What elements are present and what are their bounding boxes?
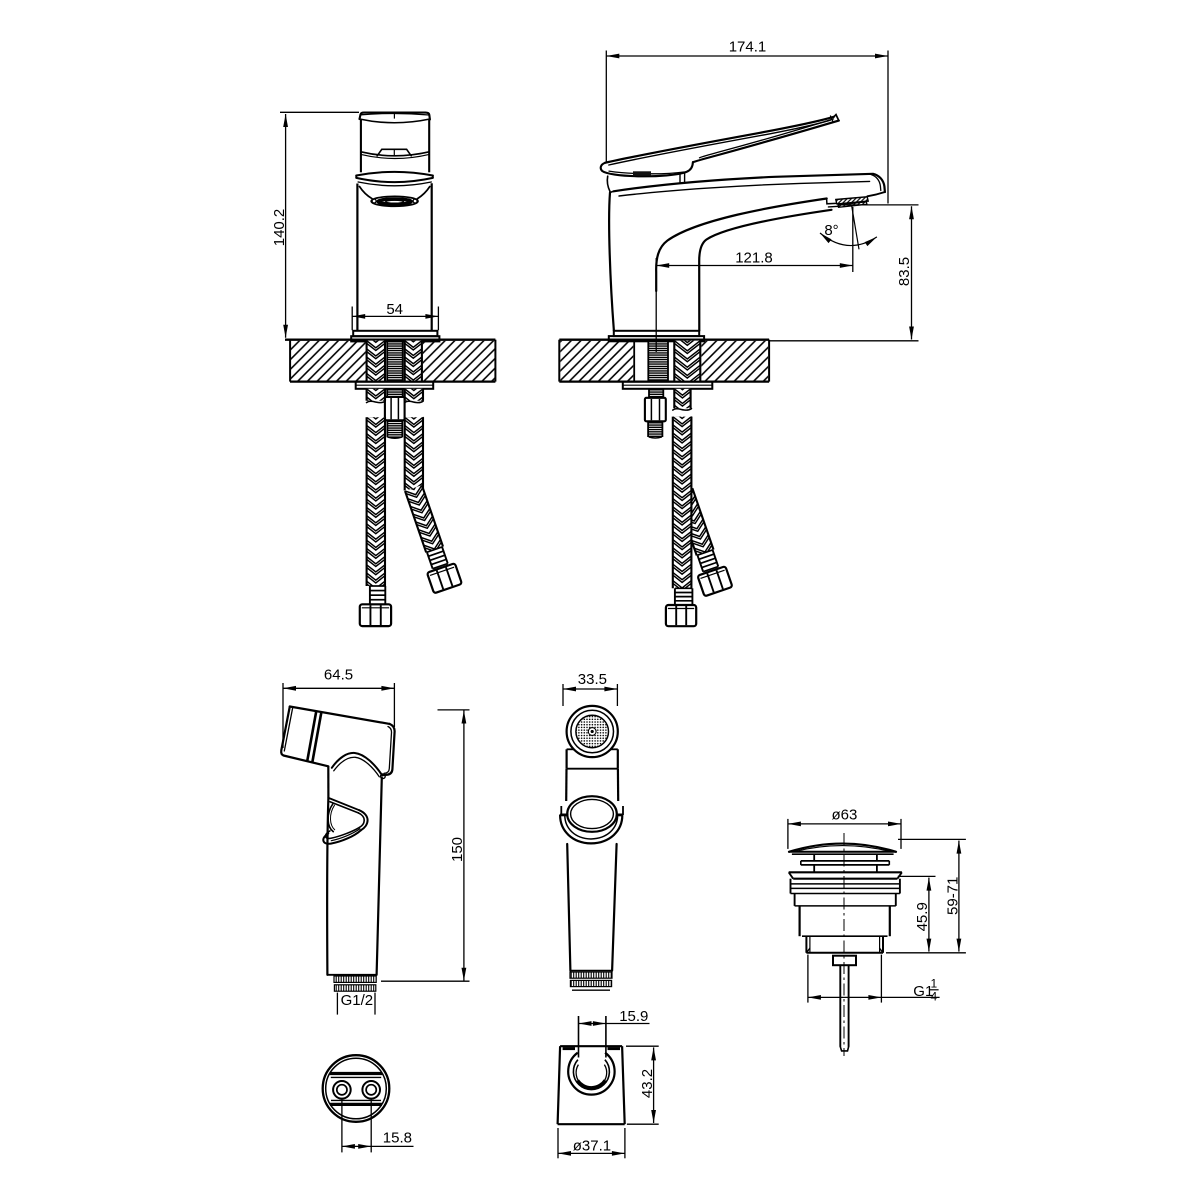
svg-text:140.2: 140.2 bbox=[271, 209, 288, 247]
svg-text:59-71: 59-71 bbox=[945, 877, 962, 915]
svg-text:8°: 8° bbox=[824, 222, 838, 239]
svg-text:15.9: 15.9 bbox=[619, 1008, 648, 1025]
svg-text:150: 150 bbox=[449, 837, 466, 862]
svg-text:G1: G1 bbox=[913, 983, 933, 1000]
svg-text:4: 4 bbox=[931, 990, 938, 1004]
svg-text:ø37.1: ø37.1 bbox=[573, 1138, 611, 1155]
svg-text:174.1: 174.1 bbox=[729, 39, 767, 56]
svg-text:83.5: 83.5 bbox=[896, 257, 913, 286]
svg-text:G1/2: G1/2 bbox=[341, 992, 374, 1009]
svg-text:43.2: 43.2 bbox=[639, 1069, 656, 1098]
svg-text:15.8: 15.8 bbox=[383, 1130, 412, 1147]
svg-text:45.9: 45.9 bbox=[914, 902, 931, 931]
svg-text:ø63: ø63 bbox=[831, 807, 857, 824]
svg-text:33.5: 33.5 bbox=[578, 671, 607, 688]
svg-text:1: 1 bbox=[931, 977, 938, 991]
svg-text:54: 54 bbox=[386, 301, 403, 318]
svg-text:64.5: 64.5 bbox=[324, 666, 353, 683]
svg-text:121.8: 121.8 bbox=[735, 249, 773, 266]
